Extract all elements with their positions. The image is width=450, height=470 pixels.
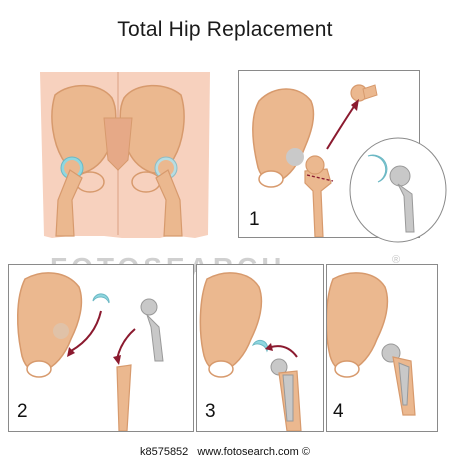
step-number: 4: [333, 401, 344, 422]
page-title: Total Hip Replacement: [117, 18, 333, 41]
site-credit: www.fotosearch.com ©: [197, 446, 311, 458]
watermark-registered-mark: ®: [392, 254, 401, 266]
step-2-panel: 2: [8, 264, 194, 432]
step-4-panel: 4: [326, 264, 438, 432]
step-2-illustration: [16, 272, 164, 431]
step-1-panel: 1: [238, 70, 420, 238]
step-3-illustration: [199, 272, 302, 431]
step-number: 1: [249, 209, 260, 230]
image-id: k8575852: [139, 446, 189, 458]
footer-credit: k8575852 www.fotosearch.com ©: [0, 446, 450, 458]
step-number: 2: [17, 401, 28, 422]
step-3-panel: 3: [196, 264, 324, 432]
step-number: 3: [205, 401, 216, 422]
step-1-illustration: [251, 84, 378, 237]
step-4-illustration: [327, 272, 416, 416]
